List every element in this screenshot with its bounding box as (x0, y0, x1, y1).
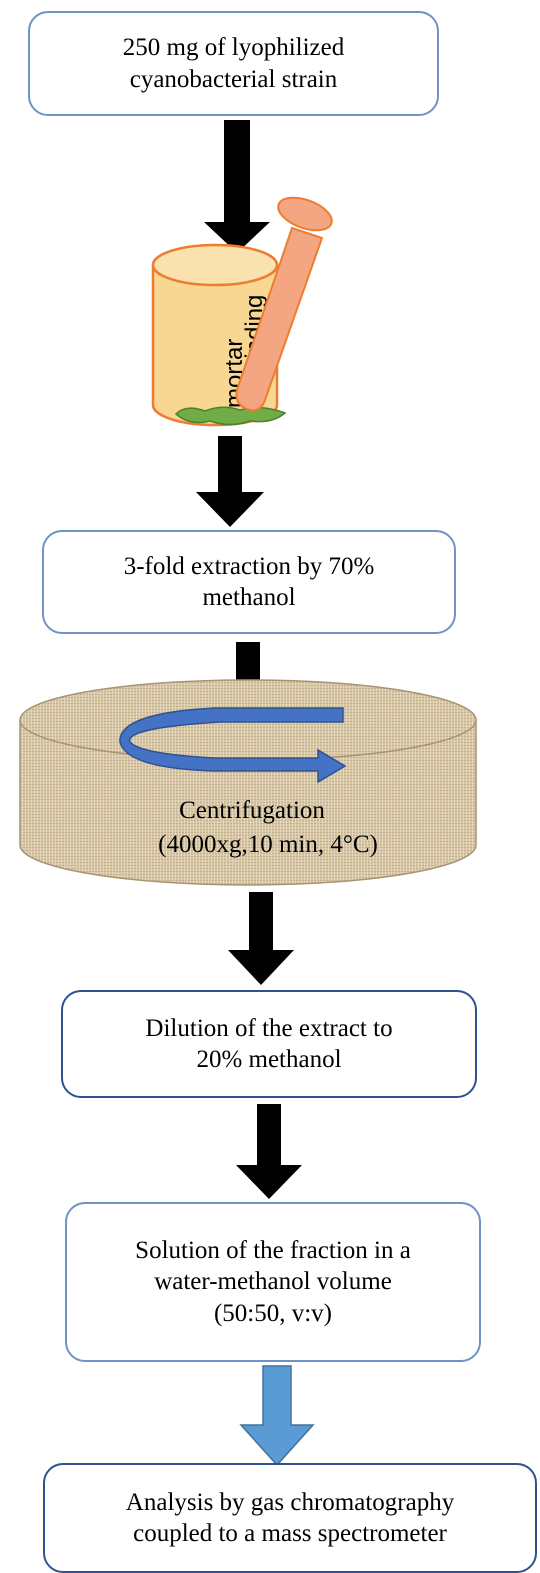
step-start-line-1: 250 mg of lyophilized (122, 34, 345, 61)
arrow-down-6 (239, 1365, 315, 1467)
arrow-down-2 (196, 436, 264, 527)
arrow-down-4 (228, 892, 294, 985)
step-start-box: 250 mg of lyophilized cyanobacterial str… (28, 11, 439, 116)
centrifuge-title: Centrifugation (179, 797, 325, 824)
step-solution-line-1: Solution of the fraction in a (135, 1236, 411, 1264)
step-extraction-box: 3-fold extraction by 70% methanol (42, 530, 456, 634)
arrow-down-5 (236, 1104, 302, 1199)
step-start-line-2: cyanobacterial strain (129, 65, 338, 93)
step-extraction-line-1: 3-fold extraction by 70% (123, 552, 375, 580)
step-solution-line-3: (50:50, v:v) (213, 1299, 333, 1327)
step-dilution-line-1: Dilution of the extract to (145, 1014, 393, 1042)
rotation-arrow (119, 707, 347, 784)
step-analysis-line-1: Analysis by gas chromatography (125, 1488, 455, 1516)
step-solution-box: Solution of the fraction in a water-meth… (65, 1202, 481, 1362)
step-dilution-box: Dilution of the extract to 20% methanol (61, 990, 477, 1098)
step-extraction-line-2: methanol (202, 584, 296, 611)
step-dilution-line-2: 20% methanol (196, 1046, 342, 1073)
centrifuge-conditions: (4000xg,10 min, 4°C) (158, 831, 378, 858)
step-analysis-line-2: coupled to a mass spectrometer (133, 1520, 447, 1547)
flowchart-canvas: mortar grinding Centrifugation (4000xg,1… (19, 120, 477, 1467)
step-solution-line-2: water-methanol volume (154, 1268, 392, 1296)
pestle (235, 196, 333, 412)
arrow-down-1 (204, 120, 270, 253)
step-analysis-box: Analysis by gas chromatography coupled t… (43, 1463, 537, 1573)
